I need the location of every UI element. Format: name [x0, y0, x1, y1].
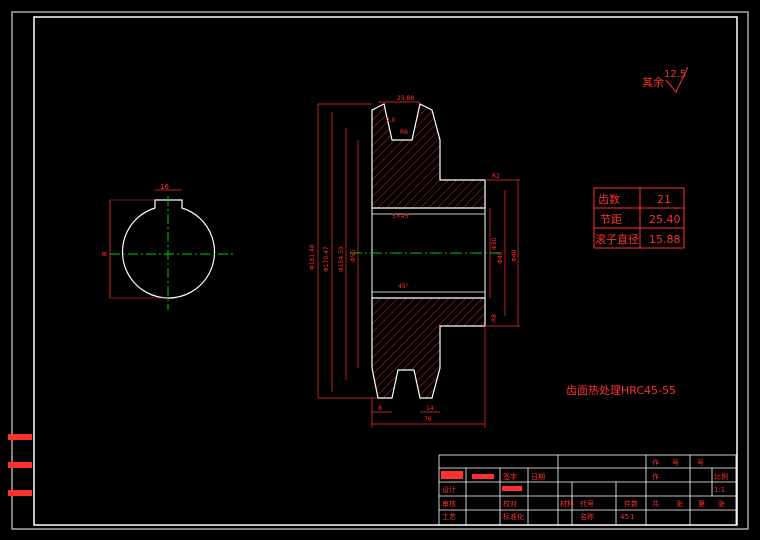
svg-text:14: 14 — [426, 405, 434, 412]
gear-parameter-table: 齿数 21 节距 25.40 滚子直径 15.88 — [593, 187, 685, 249]
svg-text:5×45°: 5×45° — [392, 213, 411, 220]
svg-text:25.88: 25.88 — [397, 95, 414, 102]
svg-text:其余: 其余 — [642, 75, 664, 89]
param-value-teeth: 21 — [657, 193, 671, 206]
title-block — [438, 454, 737, 526]
svg-text:作: 作 — [652, 458, 659, 467]
svg-text:标准化: 标准化 — [503, 512, 524, 521]
svg-text:工艺: 工艺 — [442, 513, 456, 521]
keyway-section-view: 16 R — [101, 183, 236, 310]
svg-text:Φ170.47: Φ170.47 — [323, 246, 330, 272]
svg-text:Φ40: Φ40 — [497, 251, 504, 264]
param-value-pitch: 25.40 — [649, 213, 681, 226]
param-label-pitch: 节距 — [600, 213, 622, 226]
svg-text:代号: 代号 — [580, 499, 594, 508]
svg-text:作: 作 — [652, 472, 659, 481]
svg-text:第: 第 — [698, 499, 705, 508]
svg-text:Φ154.59: Φ154.59 — [338, 246, 345, 272]
svg-text:号: 号 — [672, 459, 679, 467]
svg-text:共: 共 — [652, 499, 659, 508]
svg-text:签字: 签字 — [503, 472, 517, 481]
svg-text:日期: 日期 — [531, 473, 545, 481]
param-value-roller: 15.88 — [649, 233, 681, 246]
param-label-roller: 滚子直径 — [595, 232, 639, 246]
svg-text:名称: 名称 — [580, 512, 594, 521]
binding-marks — [8, 434, 32, 496]
outer-border — [11, 11, 749, 530]
svg-text:号: 号 — [697, 459, 704, 467]
svg-text:1: 1 — [630, 513, 634, 521]
svg-text:2.0: 2.0 — [386, 117, 396, 124]
svg-text:12.5: 12.5 — [664, 69, 686, 80]
svg-text:R2: R2 — [492, 173, 500, 180]
svg-text:1:1: 1:1 — [714, 486, 725, 494]
svg-text:张: 张 — [718, 499, 725, 508]
svg-text:16: 16 — [160, 183, 169, 191]
sprocket-dim-labels: 25.88 2.0 R8 5×45° Φ181.48 Φ170.47 Φ154.… — [309, 95, 518, 423]
svg-text:张: 张 — [676, 499, 683, 508]
svg-text:Φ181.48: Φ181.48 — [309, 244, 316, 270]
svg-text:Φ50: Φ50 — [350, 249, 357, 262]
svg-text:45°: 45° — [398, 283, 409, 290]
svg-text:Φ48: Φ48 — [511, 249, 518, 262]
param-label-teeth: 齿数 — [598, 193, 620, 206]
svg-text:R8: R8 — [400, 129, 408, 136]
sprocket-dimensions — [317, 101, 520, 428]
title-block-text: 作 号 号 作 比例 1:1 共 张 第 张 签字 日期 设计 审核 工艺 校对… — [442, 458, 728, 521]
svg-text:材料: 材料 — [560, 499, 574, 508]
title-block-fill — [441, 471, 522, 491]
sprocket-section-view — [350, 103, 500, 399]
svg-text:8: 8 — [378, 405, 382, 412]
svg-text:Φ30: Φ30 — [491, 237, 498, 250]
svg-text:校对: 校对 — [503, 499, 517, 508]
svg-text:件数: 件数 — [624, 499, 638, 508]
svg-text:设计: 设计 — [442, 485, 456, 494]
roughness-symbol: 其余 12.5 — [642, 66, 689, 93]
svg-text:76: 76 — [424, 416, 432, 423]
svg-text:R8: R8 — [491, 314, 498, 322]
heat-treatment-note: 齿面热处理HRC45-55 — [566, 384, 676, 397]
inner-border — [33, 16, 738, 526]
svg-text:45: 45 — [620, 513, 629, 521]
svg-text:比例: 比例 — [714, 472, 728, 481]
svg-text:审核: 审核 — [442, 499, 456, 508]
svg-text:R: R — [101, 251, 109, 256]
